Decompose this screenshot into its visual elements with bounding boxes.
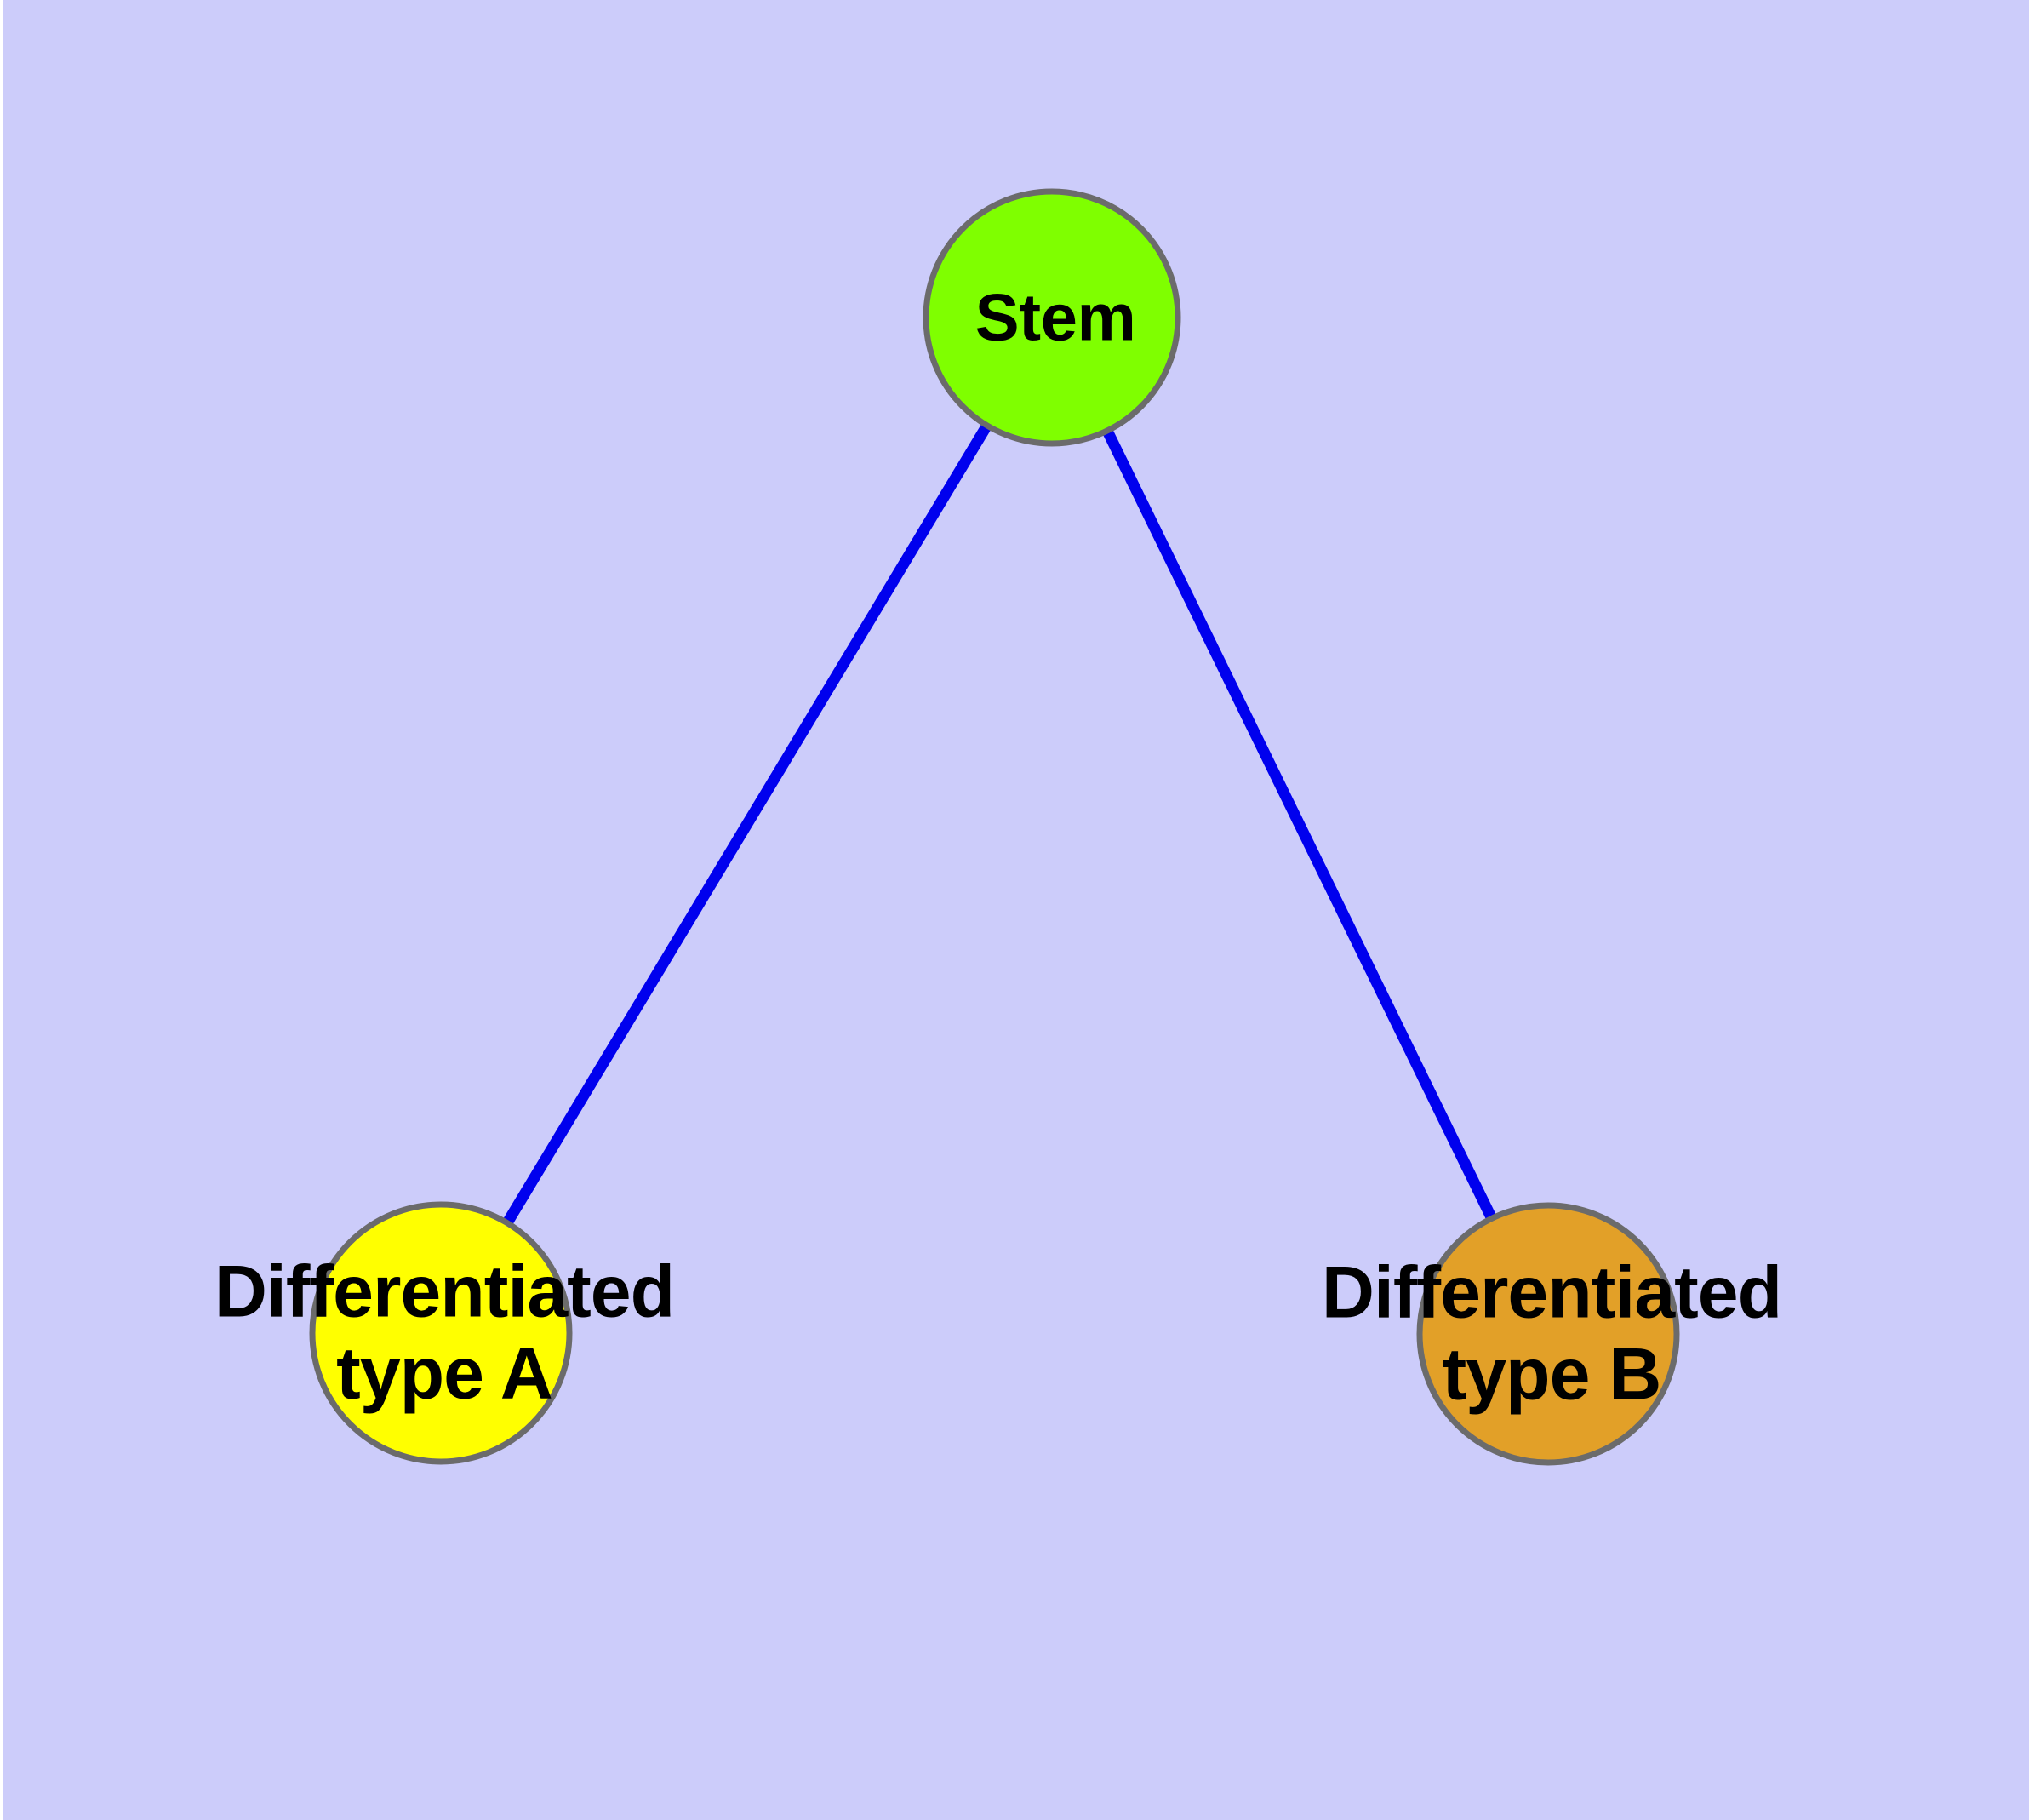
node-differentiated-type-a[interactable] <box>309 1201 573 1465</box>
node-differentiated-type-b[interactable] <box>1416 1202 1680 1466</box>
edge-layer <box>501 421 1498 1228</box>
edge-stem-to-diff-a <box>501 421 993 1228</box>
node-layer <box>309 188 1680 1466</box>
node-stem[interactable] <box>923 188 1181 447</box>
edge-stem-to-diff-b <box>1101 426 1498 1222</box>
